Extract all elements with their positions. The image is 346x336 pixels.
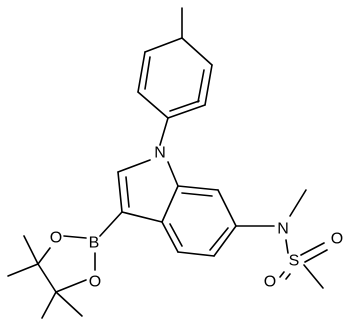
atom-o-boronate-upper: O — [50, 230, 62, 247]
bond — [144, 56, 151, 90]
bond — [161, 221, 179, 253]
bond — [169, 223, 183, 247]
bond — [177, 251, 215, 257]
bond — [55, 291, 83, 317]
bond — [125, 176, 130, 208]
bond — [161, 185, 179, 223]
atom-o-sulfonyl-upper: O — [331, 231, 343, 248]
bond — [55, 279, 87, 293]
bond — [117, 171, 123, 213]
bond — [159, 117, 169, 146]
bond — [289, 189, 307, 217]
atom-b: B — [89, 235, 100, 252]
bond — [41, 291, 57, 319]
bond — [181, 37, 213, 66]
atom-n-indole: N — [154, 145, 166, 162]
bond — [137, 51, 146, 93]
atom-s: S — [289, 253, 300, 270]
bond — [279, 271, 285, 278]
atom-o-boronate-lower: O — [89, 274, 101, 291]
bond — [7, 263, 39, 277]
bond — [37, 247, 51, 265]
bond — [197, 69, 205, 103]
bond — [217, 189, 237, 227]
bond — [23, 235, 39, 265]
bond — [63, 235, 87, 239]
bond — [204, 64, 213, 106]
pinacol-boronate — [7, 211, 123, 319]
bond — [167, 161, 179, 187]
bond — [181, 192, 213, 197]
bond — [177, 185, 219, 191]
bond — [303, 264, 324, 289]
bond — [137, 91, 169, 119]
bond — [121, 211, 163, 223]
bond — [285, 239, 289, 254]
benzene-ring — [161, 185, 237, 257]
bond — [99, 211, 123, 237]
tolyl-ring — [137, 7, 213, 119]
atom-o-sulfonyl-lower: O — [264, 274, 276, 291]
bond — [285, 273, 291, 280]
sulfonamide-group — [235, 189, 328, 289]
atom-n-sulfonamide: N — [277, 221, 289, 238]
bond — [209, 227, 229, 251]
bond — [37, 263, 57, 293]
bond — [117, 159, 151, 173]
pyrrole-ring — [117, 159, 179, 223]
bond — [167, 104, 206, 119]
bond — [300, 242, 325, 256]
bond — [213, 225, 237, 257]
bond — [169, 100, 200, 112]
bond — [304, 249, 328, 263]
bond — [144, 37, 183, 53]
